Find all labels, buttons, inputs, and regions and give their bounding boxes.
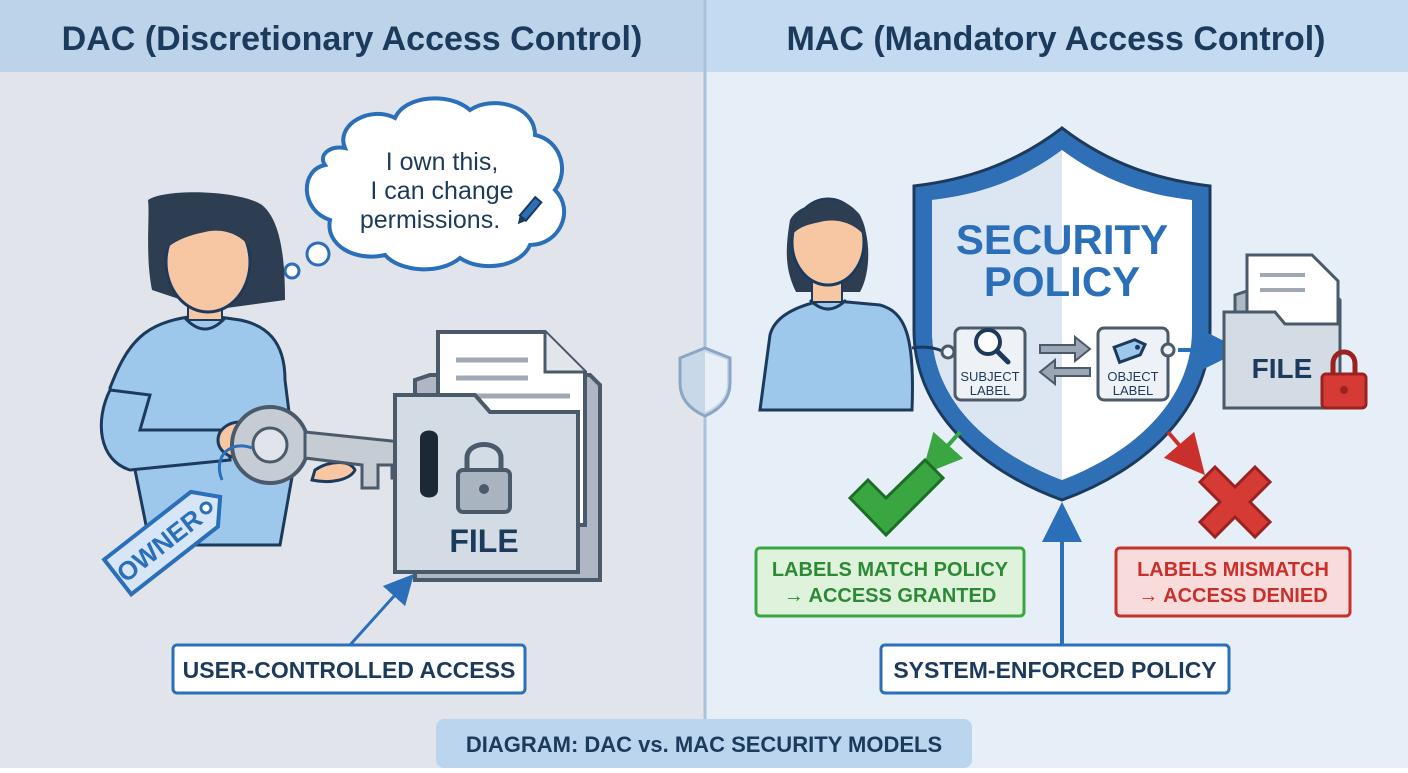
- thought-line-1: I own this,: [386, 148, 499, 176]
- pencil-icon: [517, 195, 543, 225]
- denied-line-1: LABELS MISMATCH: [1137, 559, 1329, 581]
- mac-user-figure: [758, 197, 914, 412]
- access-denied-box: LABELS MISMATCH → ACCESS DENIED: [1114, 546, 1352, 618]
- thought-bubble: I own this, I can change permissions.: [283, 96, 567, 280]
- object-label-tag: OBJECT LABEL: [1096, 326, 1176, 402]
- footer-caption-box: DIAGRAM: DAC vs. MAC SECURITY MODELS: [436, 719, 972, 768]
- thought-line-2: I can change: [370, 177, 513, 205]
- magnifier-icon: [974, 328, 1011, 365]
- object-label-line-1: OBJECT: [1107, 369, 1158, 384]
- shield-title-line-2: POLICY: [984, 258, 1140, 305]
- tag-icon: [1112, 338, 1148, 365]
- subject-label-line-2: LABEL: [970, 383, 1010, 398]
- red-lock-icon: [1320, 349, 1368, 410]
- cross-icon: [1197, 464, 1273, 540]
- dac-file-label: FILE: [449, 523, 518, 559]
- granted-arrow: [921, 430, 964, 475]
- footer-caption: DIAGRAM: DAC vs. MAC SECURITY MODELS: [466, 732, 942, 757]
- denied-arrow: [1163, 430, 1206, 476]
- shield-title-line-1: SECURITY: [956, 216, 1168, 263]
- mac-caption-label: SYSTEM-ENFORCED POLICY: [893, 657, 1216, 683]
- tag-string: [217, 444, 253, 481]
- mac-caption-box: SYSTEM-ENFORCED POLICY: [879, 643, 1231, 695]
- subject-label-tag: SUBJECT LABEL: [911, 326, 1027, 402]
- mac-title: MAC (Mandatory Access Control): [786, 20, 1325, 58]
- dac-title: DAC (Discretionary Access Control): [62, 20, 643, 58]
- dac-header-bar: [0, 0, 704, 72]
- subject-label-line-1: SUBJECT: [960, 369, 1019, 384]
- divider-shield-icon: [678, 346, 732, 418]
- dac-file-folder-icon: FILE: [393, 330, 602, 582]
- object-label-line-2: LABEL: [1113, 383, 1153, 398]
- denied-line-2: → ACCESS DENIED: [1138, 585, 1327, 607]
- label-compare-arrows-icon: [1038, 334, 1092, 387]
- dac-caption-box: USER-CONTROLLED ACCESS: [171, 643, 527, 695]
- dac-caption-arrow: [348, 573, 415, 647]
- granted-line-2: → ACCESS GRANTED: [784, 585, 997, 607]
- granted-line-1: LABELS MATCH POLICY: [772, 559, 1009, 581]
- mac-file-label: FILE: [1252, 353, 1313, 384]
- mac-header-bar: [706, 0, 1408, 72]
- mac-file-folder-icon: FILE: [1222, 253, 1368, 410]
- dac-caption-label: USER-CONTROLLED ACCESS: [183, 657, 516, 683]
- thought-line-3: permissions.: [360, 206, 500, 234]
- check-icon: [847, 457, 946, 538]
- access-granted-box: LABELS MATCH POLICY → ACCESS GRANTED: [754, 546, 1026, 618]
- dac-user-figure: [99, 192, 357, 547]
